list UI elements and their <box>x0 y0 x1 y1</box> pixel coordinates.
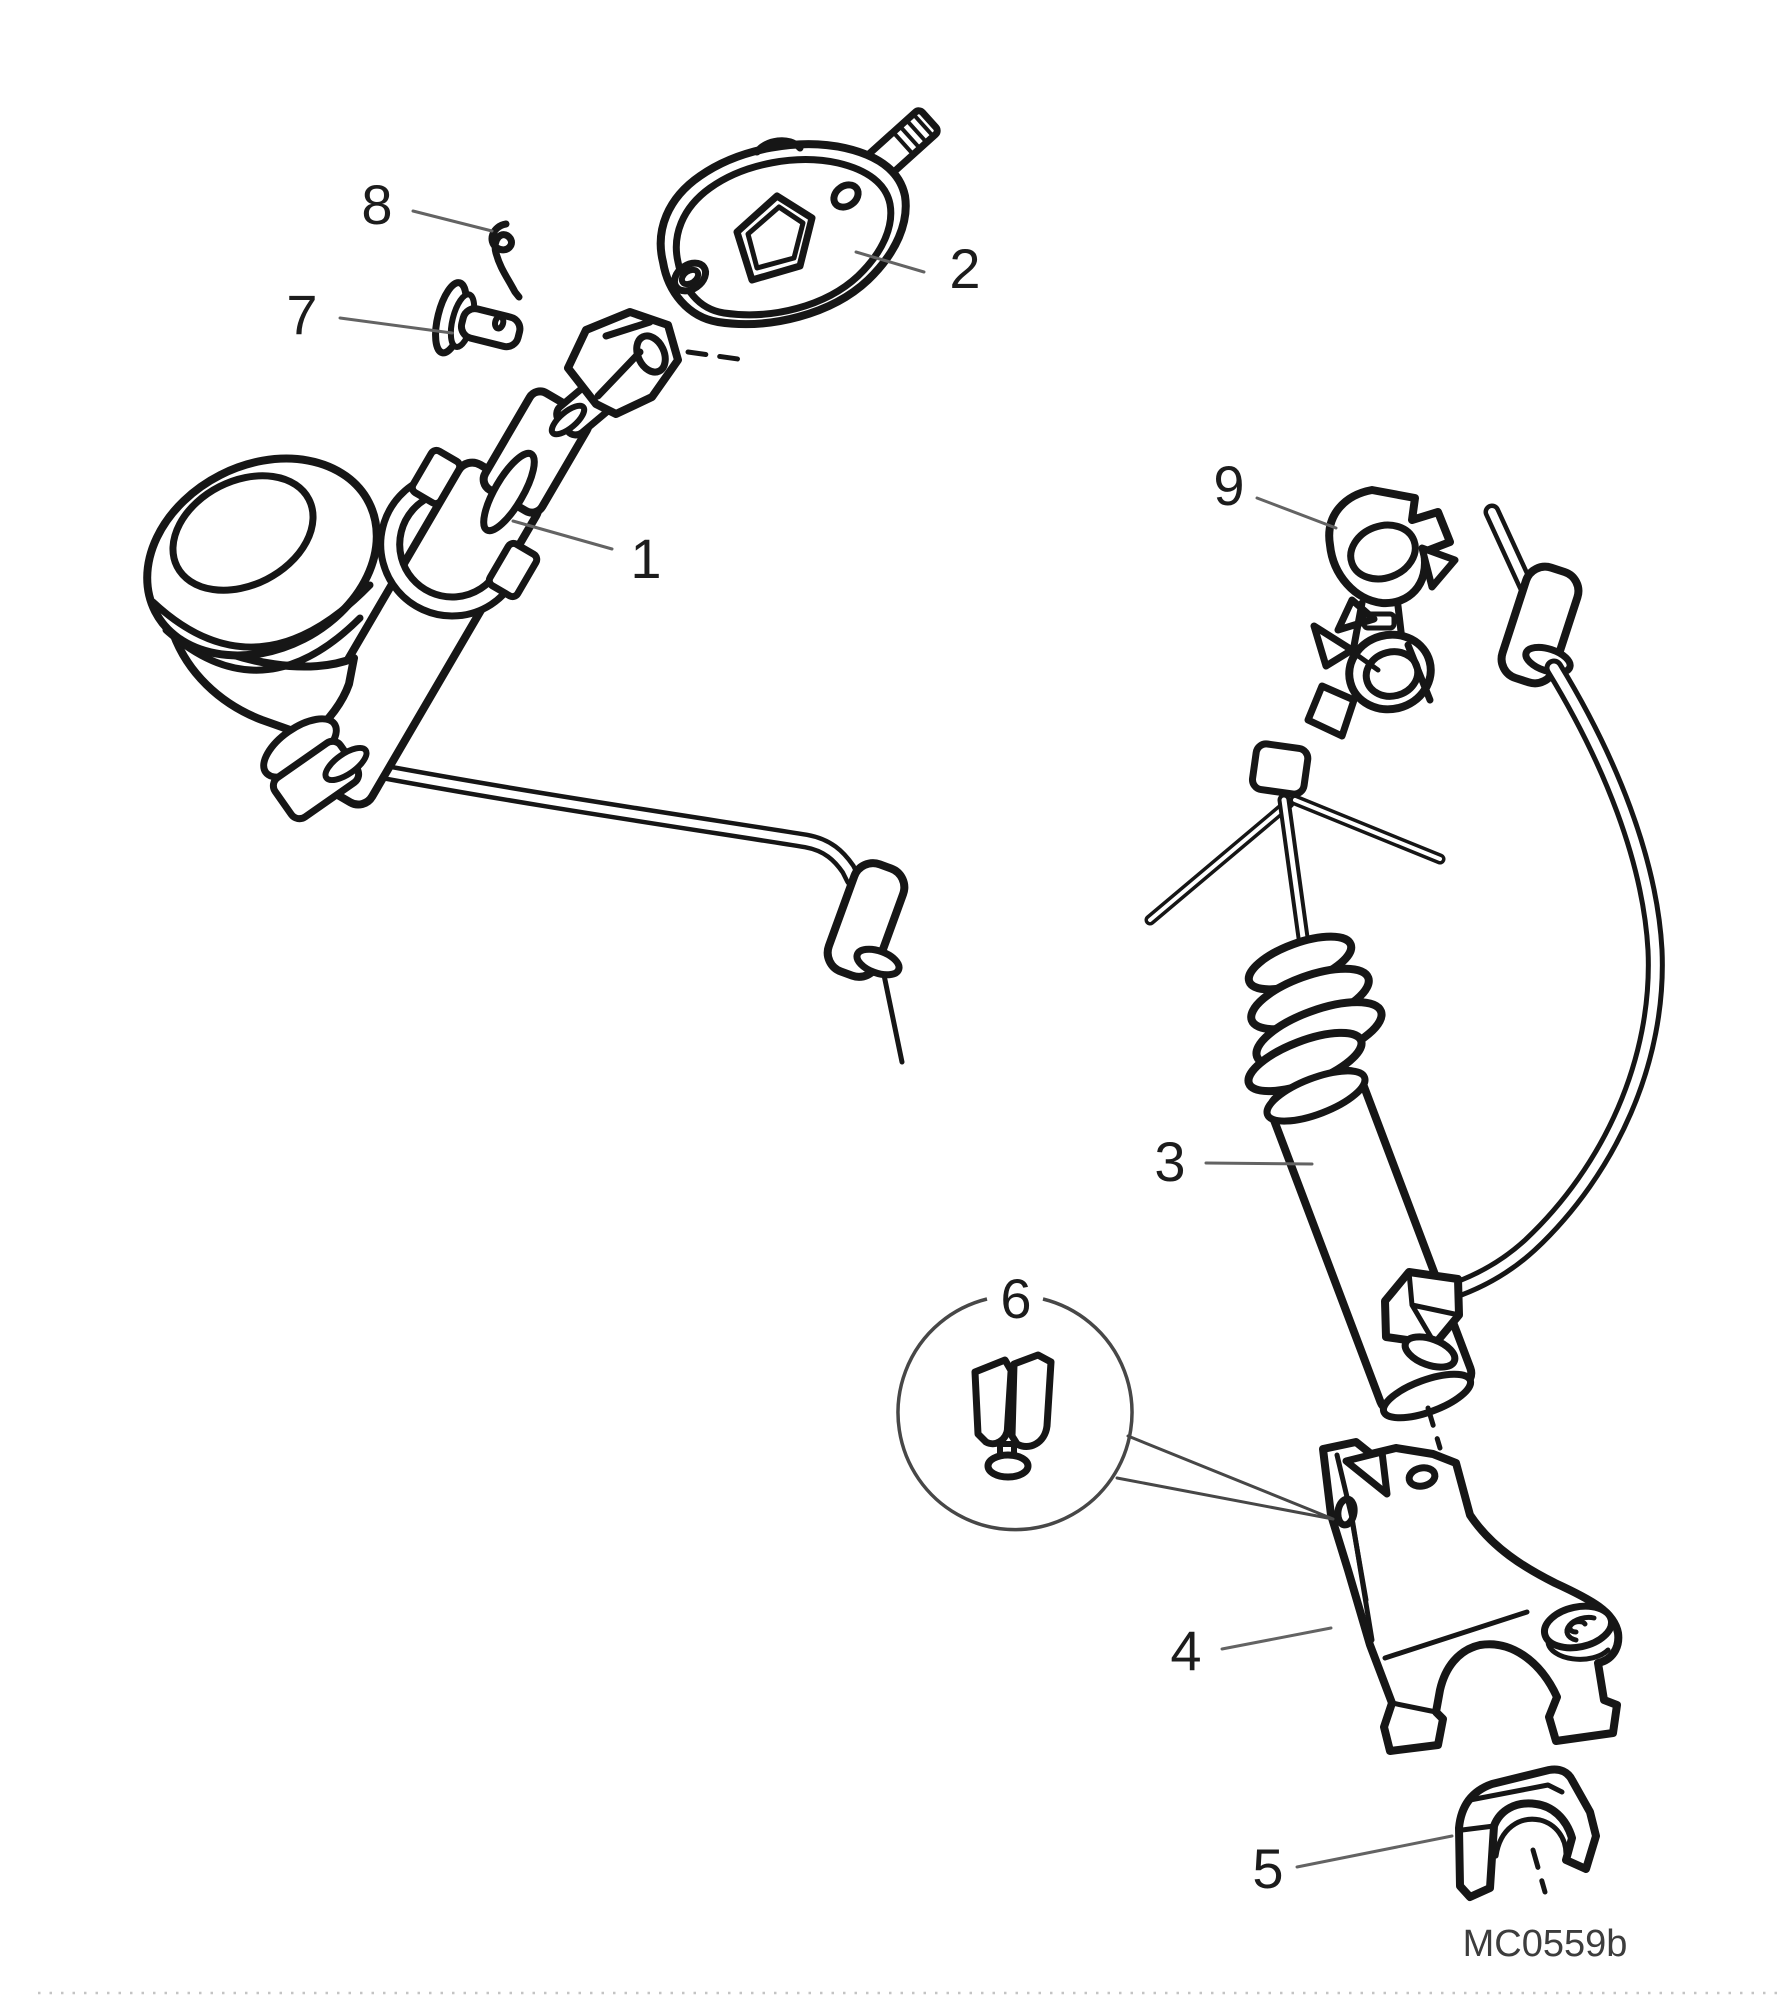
leader-line-1 <box>511 519 614 551</box>
callout-labels: 1 2 3 4 5 6 7 8 9 <box>286 173 1283 1900</box>
callout-1: 1 <box>630 527 661 590</box>
leader-line-3 <box>1204 1161 1314 1166</box>
hose-ferrule <box>1497 562 1583 688</box>
callout-4: 4 <box>1170 1619 1201 1682</box>
pipe-end-wire <box>881 972 905 1065</box>
clevis-fork <box>564 308 682 418</box>
leader-line-4 <box>1220 1626 1333 1651</box>
leader-line-9 <box>1255 496 1338 530</box>
clevis-pin <box>432 279 524 357</box>
leader-line-7 <box>338 316 454 335</box>
pipe-clamps <box>1304 486 1459 740</box>
leader-line-8 <box>411 209 494 233</box>
pushrod-cap <box>1248 740 1312 798</box>
mounting-band-clamp <box>377 446 541 620</box>
detail-bubble <box>896 1297 1335 1532</box>
master-cylinder-assembly <box>143 308 682 823</box>
slave-cylinder-hose <box>1442 503 1665 1301</box>
callout-7: 7 <box>286 283 317 346</box>
detail-circle <box>896 1297 1134 1532</box>
callout-6: 6 <box>1000 1267 1031 1330</box>
cotter-pin <box>488 220 523 301</box>
slave-body-open-end <box>1379 1370 1475 1422</box>
callout-9: 9 <box>1213 454 1244 517</box>
mounting-flange <box>656 107 941 329</box>
callout-5: 5 <box>1252 1837 1283 1900</box>
detail-pointer <box>1115 1434 1335 1521</box>
pipe-ferrule <box>823 859 909 981</box>
retaining-clip <box>971 1351 1055 1481</box>
callout-8: 8 <box>361 173 392 236</box>
leader-line-5 <box>1295 1834 1454 1869</box>
leader-lines <box>338 209 1454 1869</box>
callout-3: 3 <box>1154 1130 1185 1193</box>
diagram-code: MC0559b <box>1463 1923 1628 1965</box>
mounting-bracket <box>1319 1438 1623 1755</box>
leader-line-2 <box>854 250 926 274</box>
slave-cylinder <box>1144 740 1476 1451</box>
saddle-clip <box>1455 1765 1600 1901</box>
fluid-reservoir <box>143 454 381 823</box>
hex-fitting <box>1381 1268 1463 1371</box>
master-cylinder-pipe <box>343 757 909 1065</box>
callout-2: 2 <box>949 237 980 300</box>
assembly-axis-dashes <box>685 349 748 363</box>
